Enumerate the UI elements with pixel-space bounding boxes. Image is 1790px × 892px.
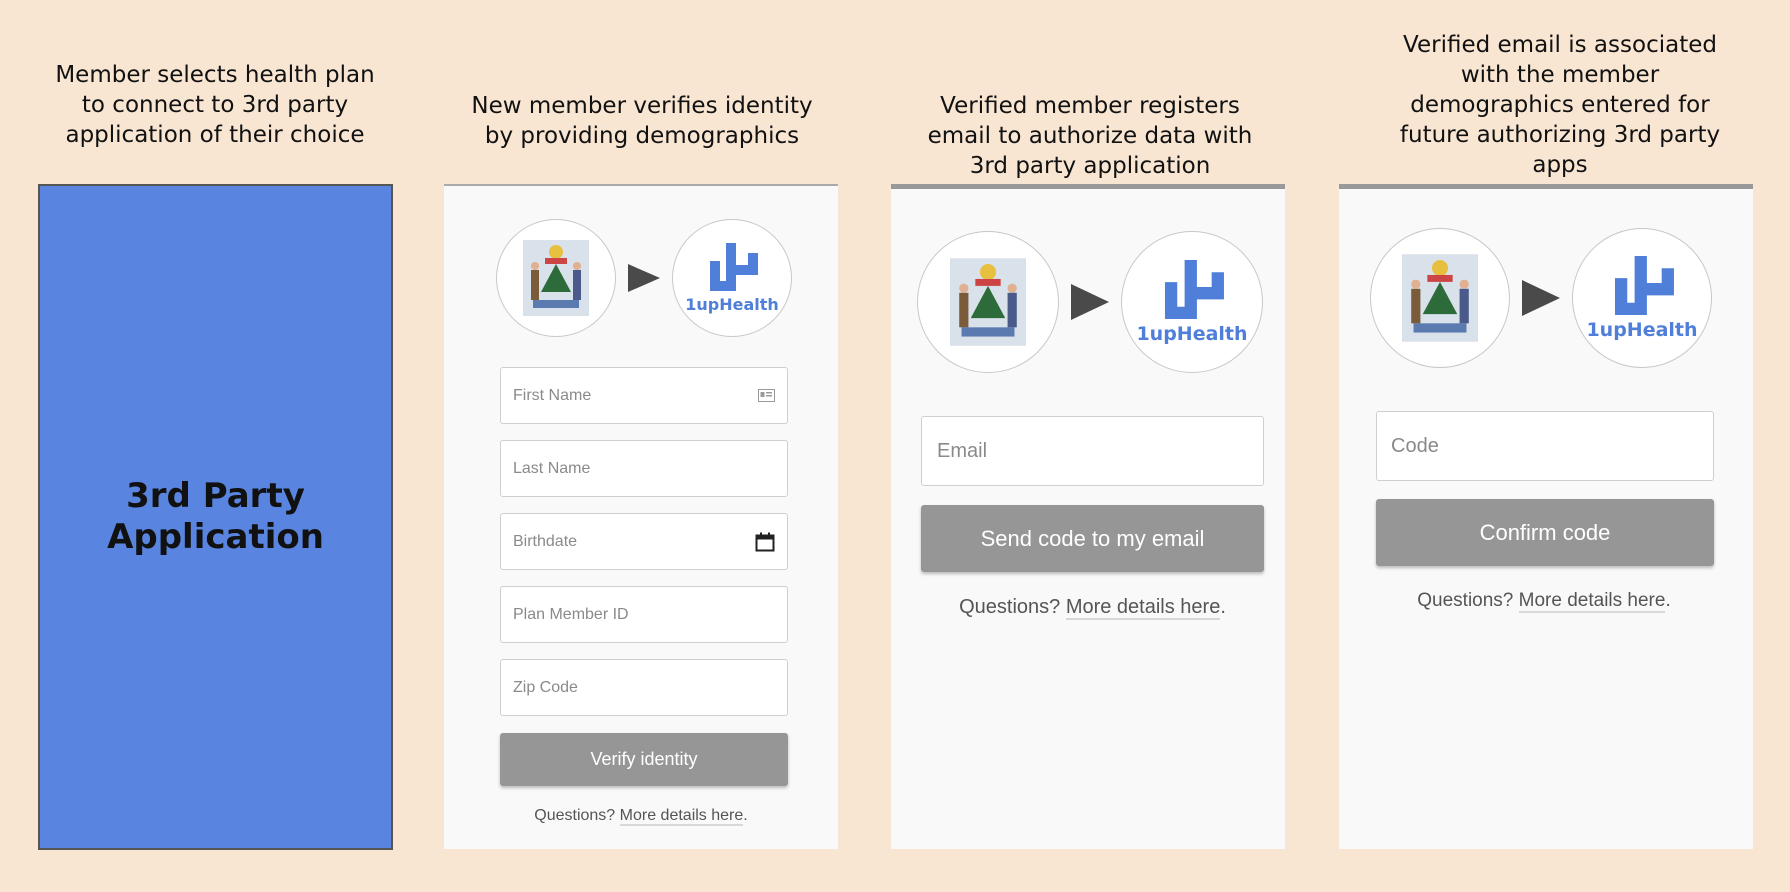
questions-suffix: . [1220,596,1226,618]
code-placeholder: Code [1391,434,1439,457]
questions-text: Questions? More details here. [444,807,838,826]
last-name-placeholder: Last Name [513,459,591,477]
third-party-application-box[interactable]: 3rd Party Application [38,184,393,850]
first-name-field[interactable]: First Name [500,367,788,424]
birthdate-field[interactable]: Birthdate [500,513,788,570]
send-code-label: Send code to my email [980,525,1205,551]
brand-text: 1upHealth [1586,318,1698,341]
more-details-link[interactable]: More details here [619,807,744,826]
health-plan-logo [1370,228,1510,368]
code-field[interactable]: Code [1376,411,1714,481]
more-details-link[interactable]: More details here [1065,596,1221,620]
verify-identity-button[interactable]: Verify identity [500,733,788,786]
calendar-icon[interactable] [755,532,775,552]
zip-code-field[interactable]: Zip Code [500,659,788,716]
questions-prefix: Questions? [534,807,620,824]
brand-text: 1upHealth [685,294,779,314]
questions-prefix: Questions? [1417,590,1519,611]
health-plan-logo [917,231,1059,373]
step-3-caption: Verified member registers email to autho… [927,93,1253,179]
arrow-right-icon [1071,284,1109,320]
contact-card-icon [758,389,775,402]
email-registration-panel: 1upHealth Email Send code to my email Qu… [891,184,1285,849]
questions-suffix: . [1665,590,1671,611]
confirm-code-button[interactable]: Confirm code [1376,499,1714,566]
logo-row: 1upHealth [917,231,1263,373]
maine-seal-icon [950,258,1026,346]
code-confirmation-panel: 1upHealth Code Confirm code Questions? M… [1339,184,1753,849]
questions-text: Questions? More details here. [1339,590,1749,613]
birthdate-placeholder: Birthdate [513,532,578,550]
brand-logo: 1upHealth [672,219,792,337]
email-placeholder: Email [937,439,988,462]
verify-identity-label: Verify identity [590,749,698,769]
more-details-link[interactable]: More details here [1518,590,1666,613]
brand-text: 1upHealth [1136,322,1248,345]
plan-member-id-field[interactable]: Plan Member ID [500,586,788,643]
maine-seal-icon [523,240,589,316]
send-code-button[interactable]: Send code to my email [921,505,1264,572]
arrow-right-icon [628,264,660,292]
brand-logo: 1upHealth [1121,231,1263,373]
step-1-caption: Member selects health plan to connect to… [55,62,375,148]
1uphealth-logo-icon [1164,259,1224,319]
plan-member-id-placeholder: Plan Member ID [513,605,629,623]
questions-suffix: . [743,807,748,824]
logo-row: 1upHealth [1370,228,1712,368]
third-party-application-label: 3rd Party Application [107,476,324,557]
logo-row: 1upHealth [496,219,792,337]
1uphealth-logo-icon [710,242,758,291]
1uphealth-logo-icon [1614,255,1674,315]
health-plan-logo [496,219,616,337]
zip-code-placeholder: Zip Code [513,678,578,696]
brand-logo: 1upHealth [1572,228,1712,368]
questions-text: Questions? More details here. [891,596,1294,620]
confirm-code-label: Confirm code [1479,519,1611,545]
last-name-field[interactable]: Last Name [500,440,788,497]
step-4-caption: Verified email is associated with the me… [1399,32,1721,178]
step-2-caption: New member verifies identity by providin… [471,93,813,149]
arrow-right-icon [1522,280,1560,316]
email-field[interactable]: Email [921,416,1264,486]
first-name-placeholder: First Name [513,386,592,404]
identity-verification-panel: 1upHealth First Name Last Name Birthdate… [444,184,838,849]
questions-prefix: Questions? [959,596,1066,618]
maine-seal-icon [1402,254,1478,342]
